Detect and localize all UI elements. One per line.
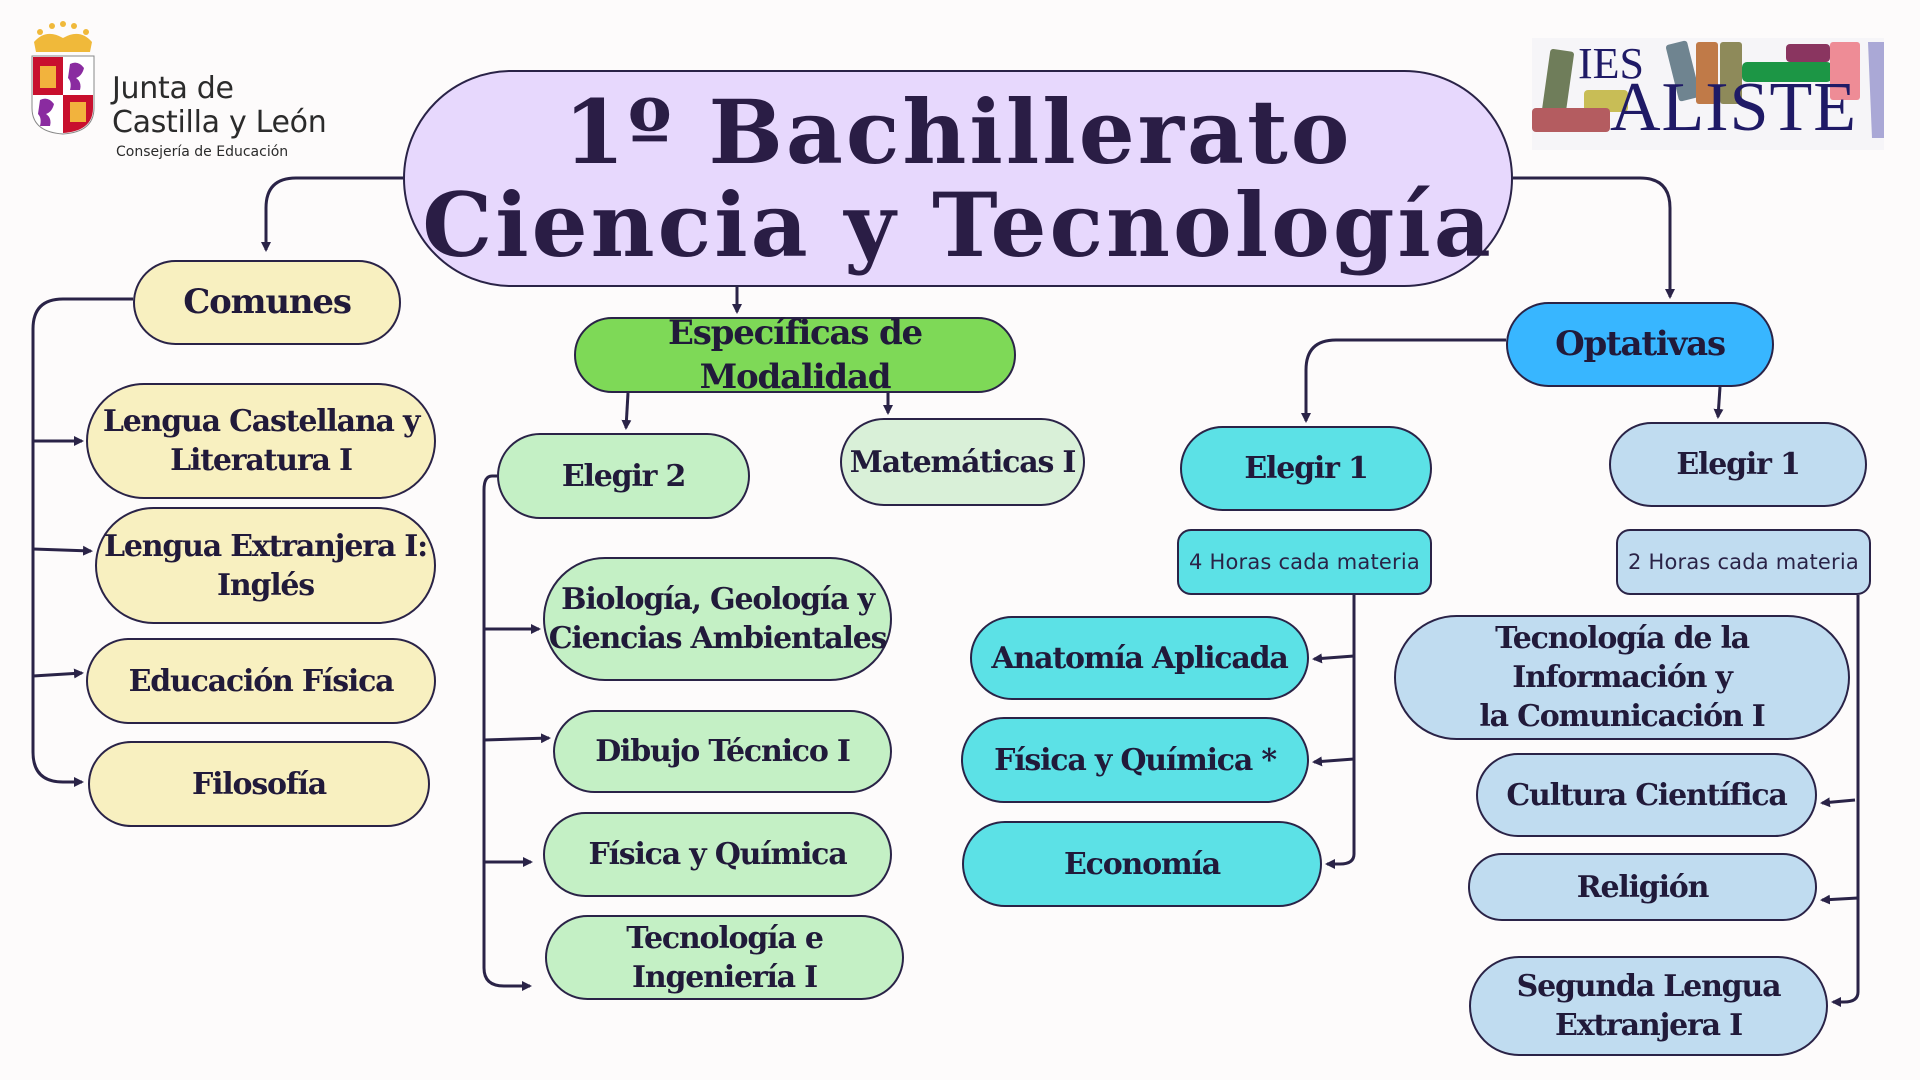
comunes-item-filosofia[interactable]: Filosofía bbox=[88, 741, 430, 827]
comunes-item-lengua-castellana[interactable]: Lengua Castellana y Literatura I bbox=[86, 383, 436, 499]
title-line-2: Ciencia y Tecnología bbox=[422, 172, 1494, 277]
optativas-label: Optativas bbox=[1555, 324, 1726, 365]
comunes-item-lengua-extranjera[interactable]: Lengua Extranjera I: Inglés bbox=[95, 507, 436, 624]
optativas-a-item-anatomia[interactable]: Anatomía Aplicada bbox=[970, 616, 1309, 700]
especificas-label: Específicas de Modalidad bbox=[668, 312, 923, 397]
optativas-b-item-segunda-lengua[interactable]: Segunda Lengua Extranjera I bbox=[1469, 956, 1828, 1056]
logo-org-subtitle: Consejería de Educación bbox=[116, 144, 289, 160]
coat-of-arms-icon bbox=[31, 21, 95, 135]
comunes-item-educacion-fisica[interactable]: Educación Física bbox=[86, 638, 436, 724]
logo-org-name: Junta de Castilla y León bbox=[112, 71, 327, 140]
especificas-node[interactable]: Específicas de Modalidad bbox=[574, 313, 1016, 397]
comunes-node[interactable]: Comunes bbox=[133, 260, 401, 345]
title-node: 1º Bachillerato Ciencia y Tecnología bbox=[403, 70, 1513, 287]
optativas-a-hours-tag: 4 Horas cada materia bbox=[1177, 529, 1432, 595]
optativas-b-hours-tag: 2 Horas cada materia bbox=[1616, 529, 1871, 595]
books-icon bbox=[1532, 40, 1884, 138]
optativas-a-item-economia[interactable]: Economía bbox=[962, 821, 1322, 907]
junta-castilla-leon-logo: Junta de Castilla y León Consejería de E… bbox=[28, 20, 358, 170]
logo-school-prefix: IES bbox=[1578, 39, 1644, 88]
especificas-elegir-2-node[interactable]: Elegir 2 bbox=[497, 433, 750, 519]
optativas-b-item-religion[interactable]: Religión bbox=[1468, 853, 1817, 921]
ies-aliste-logo: IES ALISTE bbox=[1532, 38, 1884, 150]
especificas-item-biologia[interactable]: Biología, Geología y Ciencias Ambientale… bbox=[543, 557, 892, 681]
title-line-1: 1º Bachillerato bbox=[563, 80, 1353, 185]
optativas-a-item-fisica-quimica[interactable]: Física y Química * bbox=[961, 717, 1309, 803]
optativas-b-item-cultura-cientifica[interactable]: Cultura Científica bbox=[1476, 753, 1817, 837]
optativas-a-elegir-1-node[interactable]: Elegir 1 bbox=[1180, 426, 1432, 511]
logo-school-name: ALISTE bbox=[1610, 69, 1858, 146]
especificas-matematicas-node[interactable]: Matemáticas I bbox=[840, 418, 1085, 506]
especificas-item-tecnologia-ingenieria[interactable]: Tecnología e Ingeniería I bbox=[545, 915, 904, 1000]
optativas-node[interactable]: Optativas bbox=[1506, 302, 1774, 387]
especificas-item-fisica-quimica[interactable]: Física y Química bbox=[543, 812, 892, 897]
especificas-item-dibujo-tecnico[interactable]: Dibujo Técnico I bbox=[553, 710, 892, 793]
optativas-b-item-tic[interactable]: Tecnología de la Información y la Comuni… bbox=[1394, 615, 1850, 740]
optativas-b-elegir-1-node[interactable]: Elegir 1 bbox=[1609, 422, 1867, 507]
comunes-label: Comunes bbox=[183, 282, 352, 323]
